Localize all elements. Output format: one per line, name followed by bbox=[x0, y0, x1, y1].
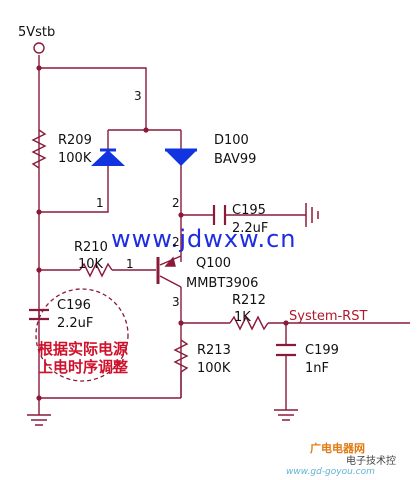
r209-resistor bbox=[31, 129, 47, 169]
d100-diode bbox=[91, 148, 197, 166]
q100-value: MMBT3906 bbox=[186, 276, 258, 291]
q100-pin2-label: 2 bbox=[172, 235, 180, 249]
r210-value: 10K bbox=[78, 257, 104, 272]
r210-pin1-label: 1 bbox=[126, 257, 134, 271]
r209-ref: R209 bbox=[58, 133, 92, 148]
q100-ref: Q100 bbox=[196, 256, 231, 271]
c195-ground-symbol bbox=[305, 203, 319, 227]
c196-ref: C196 bbox=[57, 298, 91, 313]
d100-ref: D100 bbox=[214, 133, 249, 148]
q100-transistor bbox=[156, 256, 176, 284]
ground-symbol-right bbox=[274, 409, 298, 421]
ground-symbol-left bbox=[27, 414, 51, 426]
d100-pin3-label: 3 bbox=[134, 89, 142, 103]
d100-pin1-label: 1 bbox=[96, 196, 104, 210]
annotation-ellipse bbox=[35, 288, 129, 382]
net-label-system-rst: System-RST bbox=[289, 309, 367, 324]
c196-capacitor bbox=[29, 308, 49, 321]
r209-value: 100K bbox=[58, 151, 92, 166]
r210-ref: R210 bbox=[74, 240, 108, 255]
rail-terminal bbox=[33, 42, 45, 54]
r213-value: 100K bbox=[197, 361, 231, 376]
d100-value: BAV99 bbox=[214, 152, 256, 167]
r212-ref: R212 bbox=[232, 293, 266, 308]
rail-label: 5Vstb bbox=[18, 25, 55, 40]
watermark-site: 广电电器网 bbox=[310, 441, 365, 455]
watermark-url: www.jdwxw.cn bbox=[111, 225, 297, 253]
r213-ref: R213 bbox=[197, 343, 231, 358]
r210-resistor bbox=[79, 262, 113, 278]
watermark-domain: www.gd-goyou.com bbox=[286, 467, 375, 477]
r212-resistor bbox=[229, 315, 269, 331]
junction-dots bbox=[36, 65, 289, 401]
c196-value: 2.2uF bbox=[57, 316, 93, 331]
r212-value: 1K bbox=[234, 310, 251, 325]
c199-ref: C199 bbox=[305, 343, 339, 358]
wires bbox=[38, 55, 410, 415]
q100-pin3-label: 3 bbox=[172, 295, 180, 309]
c199-value: 1nF bbox=[305, 361, 329, 376]
r213-resistor bbox=[173, 339, 189, 373]
c195-value: 2.2uF bbox=[232, 221, 268, 236]
watermark-account: 电子技术控 bbox=[346, 454, 396, 467]
d100-pin2-label: 2 bbox=[172, 196, 180, 210]
annotation-line-1: 根据实际电源 bbox=[38, 340, 128, 358]
c195-capacitor bbox=[212, 205, 227, 225]
annotation-line-2: 上电时序调整 bbox=[38, 358, 128, 376]
c199-capacitor bbox=[276, 343, 296, 357]
c195-ref: C195 bbox=[232, 203, 266, 218]
